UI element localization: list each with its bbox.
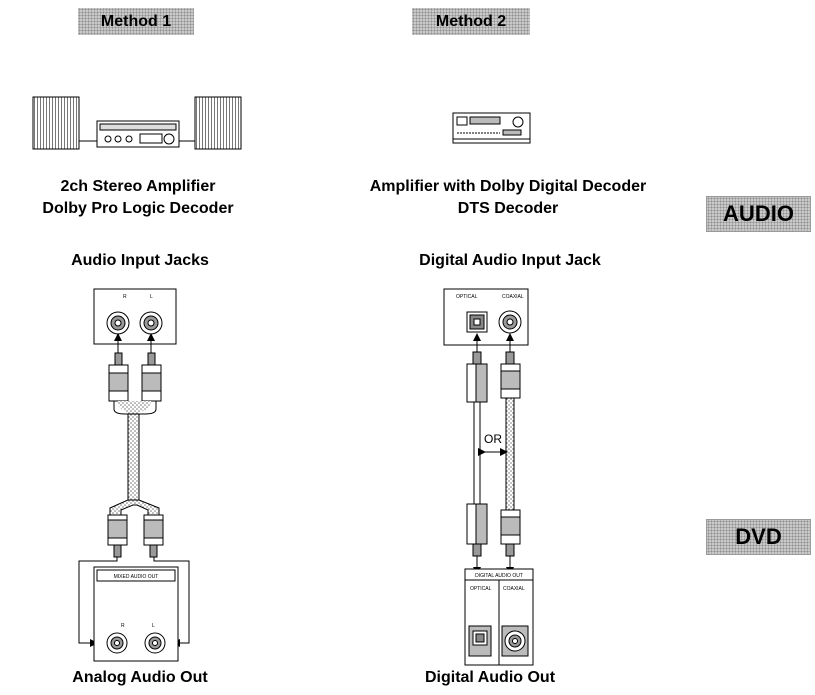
- analog-output-panel: MIXED AUDIO OUT R L: [93, 566, 179, 662]
- rca-jack-icon: [106, 632, 128, 654]
- coaxial-jack-icon: [498, 310, 522, 334]
- analog-input-panel: R L: [93, 288, 177, 345]
- rca-jack-icon: [139, 311, 163, 335]
- optical-cable: [466, 333, 488, 575]
- method1-output-label: Analog Audio Out: [72, 669, 208, 686]
- method1-device-line1: 2ch Stereo Amplifier: [60, 178, 216, 195]
- optical-jack-icon: [468, 625, 492, 657]
- method2-device-name: Amplifier with Dolby Digital Decoder DTS…: [316, 176, 700, 220]
- rca-jack-icon: [106, 311, 130, 335]
- optical-output-label: OPTICAL: [470, 586, 492, 592]
- dvd-badge: DVD: [706, 519, 811, 555]
- method2-input-label: Digital Audio Input Jack: [419, 252, 601, 269]
- method2-device-line1: Amplifier with Dolby Digital Decoder: [369, 178, 647, 195]
- coaxial-cable: [500, 333, 521, 575]
- coaxial-jack-icon: [501, 625, 529, 657]
- av-receiver-icon: [452, 112, 531, 144]
- jack-label-r: R: [123, 294, 127, 300]
- jack-label-l: L: [150, 294, 153, 300]
- rca-jack-icon: [144, 632, 166, 654]
- digital-output-panel: DIGITAL AUDIO OUT OPTICAL COAXIAL: [464, 568, 534, 666]
- or-indicator: OR: [478, 432, 508, 456]
- method1-device-line2: Dolby Pro Logic Decoder: [42, 200, 234, 217]
- method2-badge: Method 2: [412, 8, 530, 35]
- method2-output-label: Digital Audio Out: [424, 669, 556, 686]
- digital-input-panel: OPTICAL COAXIAL: [443, 288, 529, 346]
- out-jack-label-l: L: [152, 623, 155, 629]
- method1-input-label: Audio Input Jacks: [71, 252, 209, 269]
- digital-audio-out-label: DIGITAL AUDIO OUT: [475, 573, 523, 579]
- audio-badge: AUDIO: [706, 196, 811, 232]
- stereo-system-icon: [32, 96, 242, 150]
- or-label: OR: [484, 432, 502, 446]
- coaxial-input-label: COAXIAL: [502, 294, 524, 300]
- method1-device-name: 2ch Stereo Amplifier Dolby Pro Logic Dec…: [8, 176, 268, 220]
- analog-audio-cable: [78, 333, 190, 647]
- mixed-audio-out-label: MIXED AUDIO OUT: [114, 574, 159, 580]
- out-jack-label-r: R: [121, 623, 125, 629]
- method2-device-line2: DTS Decoder: [457, 200, 559, 217]
- left-speaker-icon: [32, 96, 80, 150]
- optical-jack-icon: [466, 311, 488, 333]
- optical-input-label: OPTICAL: [456, 294, 478, 300]
- right-speaker-icon: [194, 96, 242, 150]
- method1-badge: Method 1: [78, 8, 194, 35]
- coaxial-output-label: COAXIAL: [503, 586, 525, 592]
